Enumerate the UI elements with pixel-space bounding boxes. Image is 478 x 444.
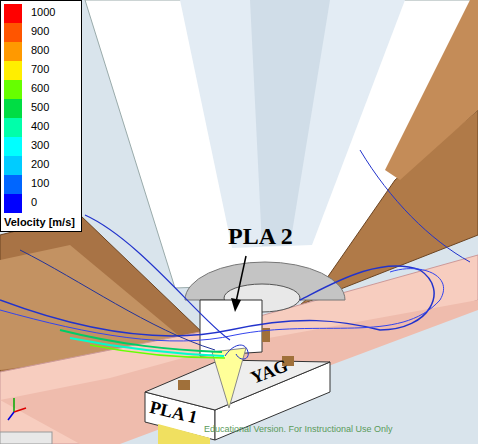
legend-value: 700 [31, 64, 49, 75]
legend-swatch [4, 42, 22, 61]
streamline [85, 215, 230, 340]
legend-swatch [4, 4, 22, 23]
legend-value: 100 [31, 178, 49, 189]
legend-swatch [4, 194, 22, 213]
legend-title: Velocity [m/s] [4, 217, 75, 228]
streamline [225, 345, 248, 359]
legend-value: 400 [31, 121, 49, 132]
plate-edge [0, 300, 478, 444]
legend-box: 10009008007006005004003002001000 [0, 0, 82, 232]
legend-swatch [4, 118, 22, 137]
arrowhead [231, 298, 241, 312]
streamline [90, 345, 225, 358]
legend-swatch [4, 61, 22, 80]
part-label: PLA 2 [228, 224, 293, 248]
brown-slab [385, 0, 478, 180]
funnel-inner [180, 0, 405, 248]
axis-icon [8, 398, 26, 420]
legend-value: 200 [31, 159, 49, 170]
funnel-shade [250, 0, 330, 246]
legend-swatch [4, 137, 22, 156]
legend-value: 800 [31, 45, 49, 56]
status-tab [0, 432, 52, 444]
streamline [360, 150, 470, 262]
legend-swatch [4, 156, 22, 175]
pla2-block [200, 300, 262, 356]
legend-swatch [4, 99, 22, 118]
legend-value: 600 [31, 83, 49, 94]
yellow-pad [158, 424, 210, 444]
brown-block [178, 380, 190, 390]
legend-value: 0 [31, 197, 37, 208]
streamline [0, 269, 444, 341]
legend-swatch [4, 23, 22, 42]
streamline [20, 250, 215, 350]
legend-swatch [4, 175, 22, 194]
streamline [0, 266, 434, 336]
yag-beam [212, 348, 246, 408]
legend-value: 1000 [31, 7, 55, 18]
watermark: Educational Version. For Instructional U… [204, 425, 393, 434]
legend-swatch [4, 80, 22, 99]
legend-value: 900 [31, 26, 49, 37]
plate [0, 255, 478, 444]
leader-line [236, 256, 246, 302]
legend-value: 500 [31, 102, 49, 113]
legend-value: 300 [31, 140, 49, 151]
